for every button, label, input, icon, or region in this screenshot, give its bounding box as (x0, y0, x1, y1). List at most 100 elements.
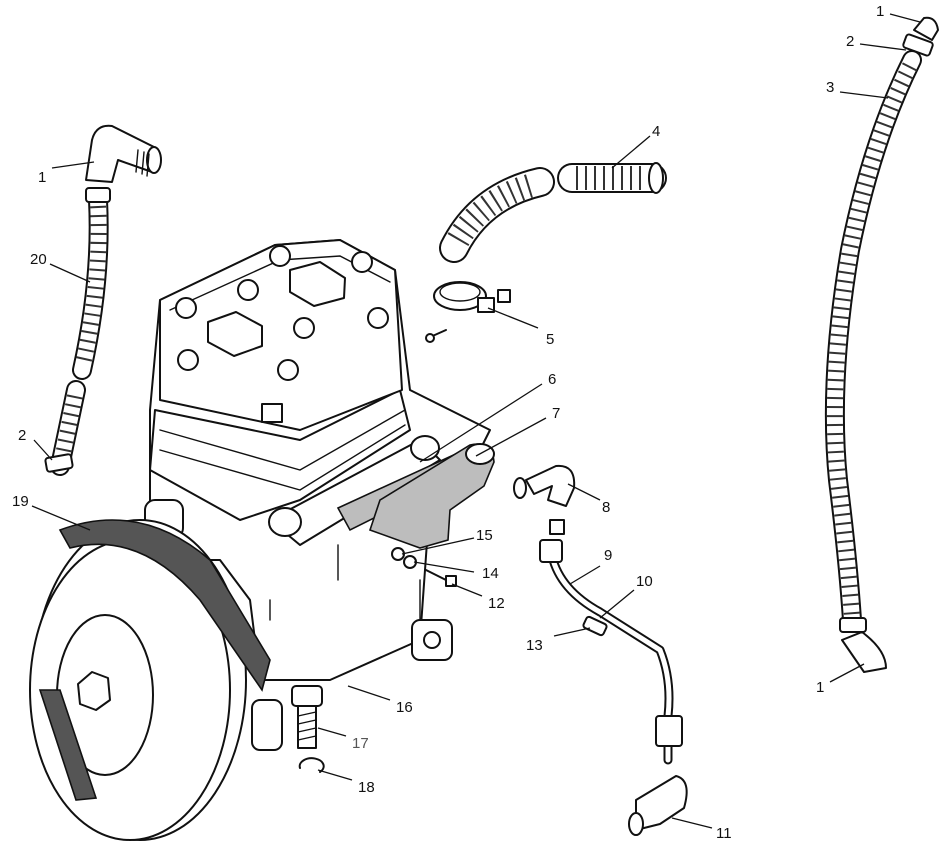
leader-c4 (611, 135, 651, 169)
leader-c17 (317, 727, 347, 737)
leader-c5 (487, 307, 539, 329)
callout-labels: 1 20 2 19 4 5 6 7 8 9 10 11 12 13 14 15 … (12, 3, 884, 842)
head-bolt-2 (351, 251, 373, 273)
elbow-fitting-11 (635, 775, 688, 831)
leader-c2a (33, 439, 53, 461)
callout-5: 5 (546, 331, 554, 348)
head-square-plug (261, 403, 283, 423)
callout-2-left: 2 (18, 427, 26, 444)
head-nut-large-left (207, 311, 263, 357)
pulley-hub-nut (77, 671, 111, 711)
leader-c8 (567, 483, 601, 501)
hose-clamp-5-inner (439, 282, 481, 302)
head-bolt-6 (293, 317, 315, 339)
hose-20-fill (74, 192, 107, 378)
hose-4-bend-braid (447, 172, 540, 247)
callout-20: 20 (30, 251, 47, 268)
callout-10: 10 (636, 573, 653, 590)
clamp-nut (497, 289, 511, 303)
flange-port-right (410, 435, 440, 461)
hose-clamp-5-band (433, 281, 487, 311)
leader-c7 (475, 417, 547, 457)
hose-3-braid (826, 62, 918, 617)
clamp-screw-head (425, 333, 435, 343)
fitting-1-top-right (913, 16, 939, 41)
callout-14: 14 (482, 565, 499, 582)
v-belt-lower (38, 689, 98, 801)
hose-piece-braid (54, 394, 83, 462)
callout-9: 9 (604, 547, 612, 564)
callout-6: 6 (548, 371, 556, 388)
tube-nut-top (539, 539, 563, 563)
leader-lines (31, 13, 921, 829)
callout-3: 3 (826, 79, 834, 96)
callout-2-right: 2 (846, 33, 854, 50)
leader-c12 (451, 583, 483, 597)
callout-8: 8 (602, 499, 610, 516)
elbow-11-end (628, 812, 644, 836)
tube-clip-13 (582, 615, 608, 637)
callout-4: 4 (652, 123, 660, 140)
leader-c6 (419, 383, 543, 463)
collar-bottom-right (839, 617, 867, 633)
leader-c10 (599, 589, 635, 619)
callout-13: 13 (526, 637, 543, 654)
leader-c18 (317, 769, 353, 781)
callout-7: 7 (552, 405, 560, 422)
hose-piece-fill (52, 382, 84, 474)
leader-c9 (569, 565, 601, 585)
leader-c19 (31, 505, 91, 531)
head-bolt-5 (367, 307, 389, 329)
head-bolt-3 (237, 279, 259, 301)
bolt-12-head (445, 575, 457, 587)
mount-bolt-and-washer (291, 685, 325, 773)
elbow-fitting-8 (525, 464, 576, 507)
leader-c15 (401, 537, 475, 555)
head-bolt-4 (175, 297, 197, 319)
right-hose-assembly (824, 16, 939, 673)
v-belt-upper (58, 519, 271, 692)
callout-12: 12 (488, 595, 505, 612)
head-bolt-7 (177, 349, 199, 371)
mount-foot (251, 699, 283, 751)
hose-4-end (648, 162, 664, 194)
washer-18 (298, 757, 325, 773)
leader-c13 (553, 627, 591, 637)
leader-c3 (839, 91, 889, 99)
callout-15: 15 (476, 527, 493, 544)
callout-16: 16 (396, 699, 413, 716)
elbow-8-end (513, 477, 527, 499)
callout-17: 17 (352, 735, 369, 752)
callout-1-top-left: 1 (38, 169, 46, 186)
cylinder-flange (269, 439, 441, 546)
leader-c14 (413, 561, 475, 573)
hose-collar-top (85, 187, 111, 203)
callout-18: 18 (358, 779, 375, 796)
hose-4-bend-fill (441, 169, 553, 261)
flange-port-left (268, 507, 302, 537)
hose-4-and-clamp-5 (425, 162, 667, 343)
cylinder-block (149, 389, 411, 521)
bolt-17-head (291, 685, 323, 707)
leader-c1b (889, 13, 921, 23)
leader-c2b (859, 43, 907, 51)
leader-c1c (829, 663, 865, 683)
elbow-thread-end (146, 146, 162, 174)
cylinder-fins (159, 409, 406, 491)
callout-1-top-right: 1 (876, 3, 884, 20)
clamp-ring-2-left (44, 453, 74, 473)
tube-assembly (513, 464, 688, 836)
thread-lines (135, 149, 150, 177)
elbow-fitting-top-left (85, 124, 157, 183)
compressor-body (144, 239, 491, 751)
fitting-1-bottom-right (841, 631, 887, 673)
callout-1-bottom-right: 1 (816, 679, 824, 696)
body-detail-lines (269, 544, 421, 621)
head-nut-large-top (289, 261, 346, 307)
tube-9-fill (549, 553, 672, 763)
callout-11: 11 (716, 825, 732, 842)
callout-19: 19 (12, 493, 29, 510)
mount-lug-hole (423, 631, 441, 649)
head-bolt-1 (269, 245, 291, 267)
